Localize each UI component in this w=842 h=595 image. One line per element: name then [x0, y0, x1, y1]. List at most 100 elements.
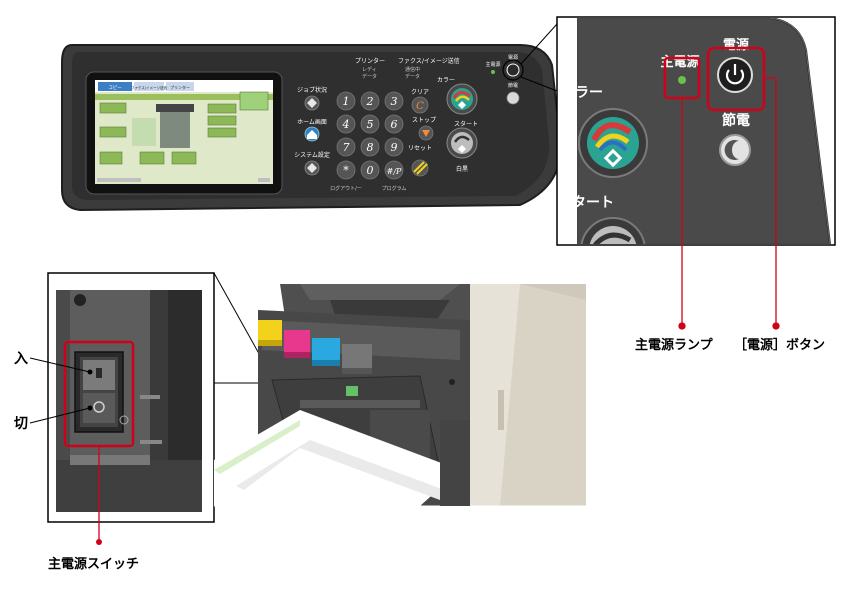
key-star-label: * [343, 164, 349, 177]
key-9[interactable] [384, 137, 404, 157]
panel-power-button[interactable] [506, 63, 520, 77]
zoom-main-power-label: 主電源 [660, 54, 699, 70]
zoom-main-power-lamp [678, 76, 686, 84]
zoom-color-swirl-icon [591, 122, 632, 142]
start-keys: カラー スタート 白黒 [437, 77, 478, 173]
control-keys: クリア C ストップ リセット [408, 89, 436, 177]
main-power-switch-callout: 主電源スイッチ [48, 556, 139, 572]
toner-yellow [258, 320, 282, 340]
power-button-highlight [706, 46, 766, 112]
key-5-label: 5 [367, 118, 374, 131]
panel-eco-button[interactable] [506, 91, 520, 105]
key-hash[interactable] [384, 160, 404, 180]
toner-black [342, 344, 372, 368]
zoom-eco-label: 節電 [722, 112, 750, 129]
callout-leaders [678, 77, 780, 330]
green-lever [346, 386, 358, 396]
screen-tab-copy[interactable] [98, 82, 132, 91]
status-indicators: プリンター レディ データ ファクス/イメージ送信 通信中 データ [355, 57, 460, 80]
panel-eco-label: 節電 [508, 82, 518, 89]
key-hash-label: #/P [387, 167, 402, 176]
panel-main-power-lamp [491, 70, 495, 74]
screen-tab-printer[interactable] [166, 82, 194, 91]
numeric-keypad: 1 2 3 4 5 6 7 8 9 * 0 #/P [336, 91, 404, 180]
switch-on-mark [96, 368, 102, 378]
switch-off-callout: 切 [14, 416, 28, 432]
standby-icon [119, 415, 129, 425]
program-label: プログラム [382, 185, 407, 192]
key-3[interactable] [384, 91, 404, 111]
clear-button[interactable] [411, 96, 429, 114]
key-8-label: 8 [367, 141, 374, 154]
key-6-label: 6 [391, 118, 398, 131]
key-7-label: 7 [343, 141, 350, 154]
control-panel: ジョブ状況 ホーム画面 システム設定 プリンター レディ データ ファクス/イメ… [61, 23, 562, 212]
key-0-label: 0 [367, 164, 374, 177]
touch-screen[interactable] [85, 71, 283, 195]
key-8[interactable] [360, 137, 380, 157]
mono-label: 白黒 [456, 165, 468, 173]
color-swirl-icon [452, 91, 471, 99]
home-label: ホーム画面 [297, 119, 327, 126]
reset-label: リセット [408, 145, 432, 152]
key-4[interactable] [336, 114, 356, 134]
key-3-label: 3 [391, 95, 398, 108]
panel-power-area: 主電源 電源 節電 [485, 54, 520, 105]
stop-label: ストップ [412, 117, 436, 124]
printer-ready-label: レディ [362, 66, 377, 73]
start-label: スタート [454, 120, 478, 128]
switch-on-callout: 入 [14, 351, 28, 367]
screen-tab-printer-label: プリンター [170, 84, 190, 90]
printer-label: プリンター [355, 57, 385, 65]
power-button-callout: ［電源］ボタン [734, 337, 825, 353]
switch-inset [47, 272, 215, 523]
stop-icon [422, 130, 430, 137]
screen-tab-copy-label: コピー [108, 85, 122, 91]
key-2-label: 2 [366, 95, 374, 108]
key-1-label: 1 [343, 95, 350, 108]
key-2[interactable] [360, 91, 380, 111]
panel-main-power-label: 主電源 [485, 61, 500, 68]
system-settings-label: システム設定 [294, 151, 330, 159]
diamond-icon [307, 98, 317, 108]
fax-image-label: ファクス/イメージ送信 [398, 57, 460, 65]
main-power-lamp-callout: 主電源ランプ [635, 337, 714, 353]
power-zoom-inset: ラー タート 主電源 電源 節電 [556, 16, 836, 246]
screen-tab-fax-label: ファクス/イメージ送信 [131, 85, 168, 90]
clear-icon: C [416, 101, 424, 112]
side-buttons: ジョブ状況 ホーム画面 システム設定 [294, 86, 330, 176]
zoom-power-label: 電源 [723, 37, 749, 53]
reset-icon [413, 161, 428, 175]
diamond-icon [307, 163, 317, 173]
printer-data-label: データ [362, 73, 377, 80]
key-star[interactable] [336, 160, 356, 180]
key-6[interactable] [384, 114, 404, 134]
switch-off-mark [93, 401, 105, 413]
logout-label: ログアウト/ー [330, 185, 362, 192]
key-1[interactable] [336, 91, 356, 111]
machine-body [214, 284, 586, 507]
job-status-label: ジョブ状況 [297, 86, 327, 94]
mono-swirl-icon [453, 135, 470, 143]
screen-tab-fax[interactable] [134, 82, 164, 91]
reset-button[interactable] [411, 159, 429, 177]
toner-cyan [312, 338, 340, 360]
switch-callout-leaders [29, 357, 102, 545]
key-7[interactable] [336, 137, 356, 157]
magnify-circle [502, 59, 524, 81]
panel-power-label: 電源 [508, 54, 518, 61]
zoom-start-fragment: タート [572, 195, 614, 211]
fax-data-label: データ [405, 73, 420, 80]
moon-icon [724, 140, 739, 160]
color-label: カラー [437, 77, 455, 84]
key-5[interactable] [360, 114, 380, 134]
key-9-label: 9 [391, 141, 398, 154]
key-4-label: 4 [342, 118, 350, 131]
fax-sending-label: 通信中 [405, 66, 420, 73]
zoom-color-fragment: ラー [575, 85, 603, 101]
zoom-eco-button [719, 134, 751, 166]
key-0[interactable] [360, 160, 380, 180]
clear-label: クリア [411, 89, 429, 96]
toner-magenta [284, 330, 310, 352]
